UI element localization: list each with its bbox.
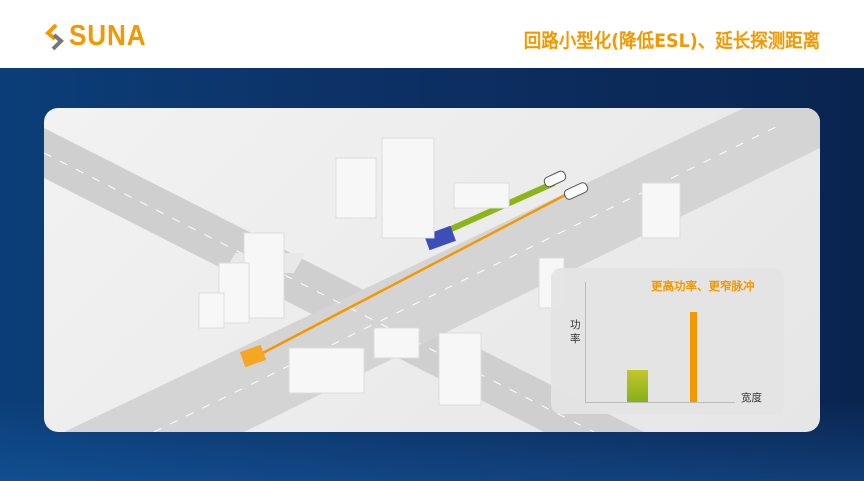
car-icon (563, 182, 589, 200)
building (438, 332, 482, 406)
building (243, 232, 285, 319)
logo-text: SUNA (69, 20, 147, 52)
building (381, 137, 435, 239)
building (288, 347, 365, 394)
truck-icon (424, 225, 456, 251)
y-axis-label: 功率 (570, 319, 581, 345)
building (453, 182, 510, 209)
y-axis (585, 282, 586, 402)
sensor-vehicle-icon (239, 344, 267, 368)
illustration-card: 更高功率、更窄脉冲 功率 宽度 (44, 108, 820, 432)
building (373, 327, 420, 359)
building (335, 157, 377, 219)
suna-logo-icon (45, 23, 64, 50)
power-chart-panel: 更高功率、更窄脉冲 功率 宽度 (551, 268, 784, 414)
chart-title: 更高功率、更窄脉冲 (651, 279, 755, 293)
building (198, 292, 225, 329)
chart-bar-2 (690, 312, 697, 402)
x-axis (585, 402, 735, 403)
logo: SUNA (44, 20, 155, 53)
page-title: 回路小型化(降低ESL)、延长探测距离 (523, 30, 820, 52)
header: SUNA 回路小型化(降低ESL)、延长探测距离 (0, 0, 864, 68)
orange-beam (258, 191, 570, 357)
car-icon (543, 170, 567, 188)
x-axis-label: 宽度 (741, 392, 762, 404)
road-scene (44, 108, 820, 432)
chart-bar-1 (627, 369, 648, 402)
road-crossing (44, 128, 644, 432)
building (641, 182, 681, 239)
